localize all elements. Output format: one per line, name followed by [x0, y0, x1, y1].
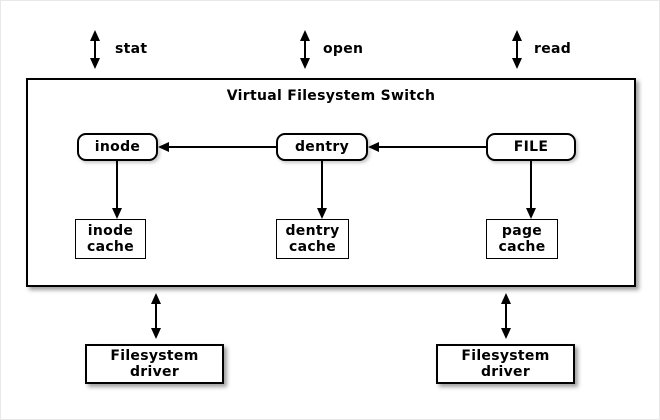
inode-cache-box: inode cache [75, 219, 146, 259]
cache-label-line: cache [288, 239, 336, 255]
arrowhead-up-icon [151, 293, 161, 304]
syscall-label-read: read [534, 41, 572, 57]
arrow-shaft [379, 146, 486, 148]
open-double-arrow-icon [300, 30, 310, 69]
arrowhead-down-icon [501, 328, 511, 339]
arrow-shaft [505, 304, 507, 328]
arrow-shaft [321, 161, 323, 208]
arrowhead-down-icon [512, 58, 522, 69]
driver-label-line: driver [129, 364, 180, 380]
driver-label-line: driver [480, 364, 531, 380]
cache-label-line: cache [498, 239, 546, 255]
filesystem-driver-box-1: Filesystem driver [85, 344, 224, 384]
node-inode: inode [77, 133, 158, 161]
arrowhead-left-icon [368, 142, 379, 152]
syscall-label-stat: stat [115, 41, 148, 57]
arrow-shaft [304, 41, 306, 58]
arrow-shaft [530, 161, 532, 208]
file-to-dentry-arrow-icon [368, 142, 486, 152]
arrowhead-down-icon [526, 208, 536, 219]
driver-label-line: Filesystem [110, 348, 199, 364]
arrowhead-down-icon [112, 208, 122, 219]
driver-label-line: Filesystem [461, 348, 550, 364]
arrow-shaft [155, 304, 157, 328]
node-file: FILE [486, 133, 576, 161]
cache-label-line: cache [86, 239, 134, 255]
vfs-title: Virtual Filesystem Switch [226, 88, 436, 104]
arrowhead-up-icon [300, 30, 310, 41]
arrow-shaft [516, 41, 518, 58]
cache-label-line: inode [87, 223, 134, 239]
inode-to-cache-arrow-icon [112, 161, 122, 219]
node-dentry: dentry [276, 133, 368, 161]
arrowhead-left-icon [158, 142, 169, 152]
arrowhead-down-icon [90, 58, 100, 69]
arrow-shaft [116, 161, 118, 208]
page-cache-box: page cache [486, 219, 558, 259]
arrowhead-down-icon [151, 328, 161, 339]
dentry-cache-box: dentry cache [276, 219, 349, 259]
dentry-to-cache-arrow-icon [317, 161, 327, 219]
file-to-page-cache-arrow-icon [526, 161, 536, 219]
filesystem-driver-box-2: Filesystem driver [436, 344, 575, 384]
arrow-shaft [94, 41, 96, 58]
vfs-driver1-double-arrow-icon [151, 293, 161, 339]
syscall-label-open: open [323, 41, 364, 57]
arrowhead-up-icon [90, 30, 100, 41]
arrowhead-up-icon [512, 30, 522, 41]
arrowhead-down-icon [300, 58, 310, 69]
arrowhead-up-icon [501, 293, 511, 304]
dentry-to-inode-arrow-icon [158, 142, 276, 152]
arrow-shaft [169, 146, 276, 148]
vfs-driver2-double-arrow-icon [501, 293, 511, 339]
cache-label-line: page [501, 223, 543, 239]
arrowhead-down-icon [317, 208, 327, 219]
stat-double-arrow-icon [90, 30, 100, 69]
cache-label-line: dentry [285, 223, 340, 239]
read-double-arrow-icon [512, 30, 522, 69]
